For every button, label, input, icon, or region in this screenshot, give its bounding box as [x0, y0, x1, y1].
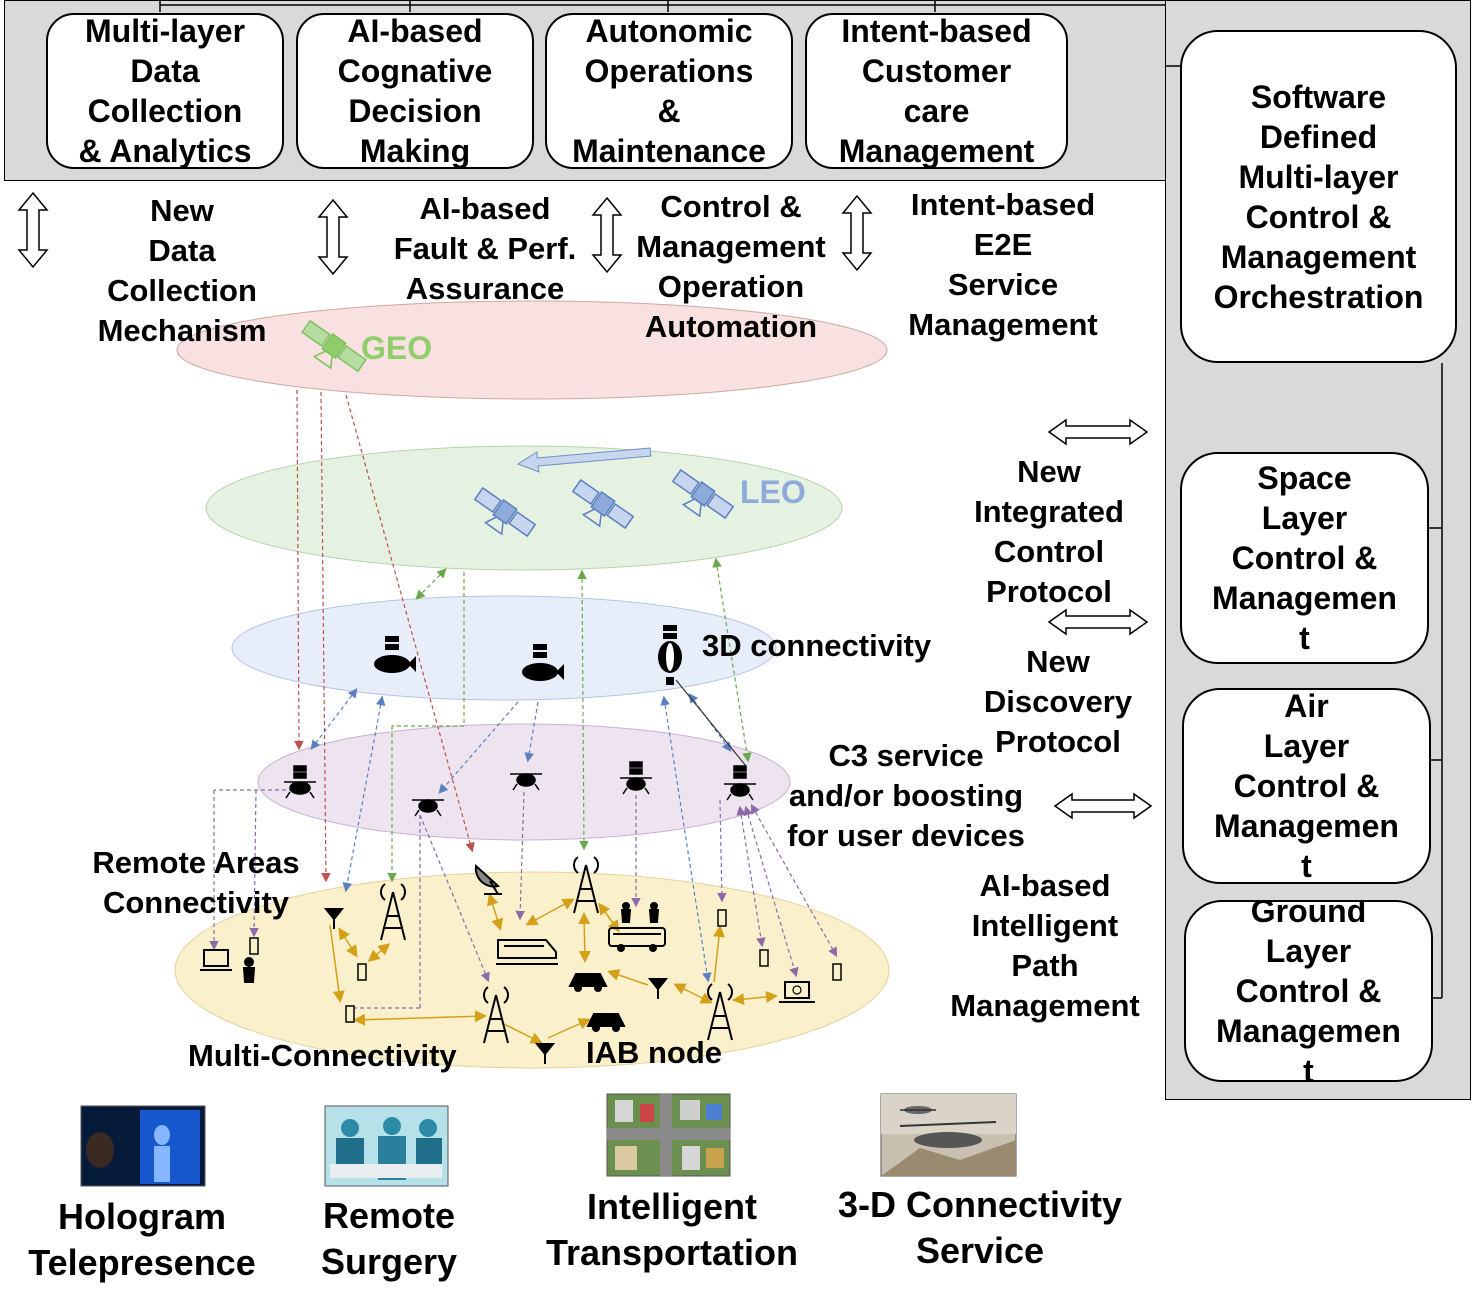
- remote-areas-label: Remote Areas Connectivity: [92, 845, 300, 920]
- city-traffic-thumbnail: [606, 1093, 731, 1177]
- double-arrow-icon: [1047, 608, 1149, 636]
- 3d-connectivity-label: 3D connectivity: [702, 628, 932, 663]
- air-layer-box: Air Layer Control & Managemen t: [1182, 688, 1431, 884]
- antenna-icon: [323, 908, 345, 929]
- geo-satellite-icon: [301, 319, 367, 373]
- leo-satellite-icon: [671, 468, 735, 520]
- leo-satellite-icon: [571, 478, 635, 530]
- data-collection-mechanism-label: New Data Collection Mechanism: [97, 193, 267, 348]
- phone-icon: [249, 937, 259, 955]
- fault-assurance-label: AI-based Fault & Perf. Assurance: [393, 191, 577, 306]
- cell-tower-icon: [483, 986, 509, 1044]
- person-icon: [242, 957, 256, 983]
- bus-icon: [608, 927, 666, 952]
- leo-motion-arrow: [516, 447, 652, 473]
- data-collection-analytics-box: Multi-layer Data Collection & Analytics: [46, 13, 284, 169]
- leo-label: LEO: [740, 474, 806, 510]
- cell-tower-icon: [707, 983, 733, 1041]
- balloon-icon: [658, 625, 682, 685]
- phone-icon: [717, 909, 727, 927]
- airship-icon: [522, 644, 564, 681]
- double-arrow-icon: [1047, 418, 1149, 446]
- geo-layer: [176, 300, 888, 400]
- phone-icon: [759, 949, 769, 967]
- air-vehicle-thumbnail: [880, 1093, 1017, 1177]
- multi-connectivity-label: Multi-Connectivity: [188, 1038, 457, 1073]
- autonomic-operations-box: Autonomic Operations & Maintenance: [545, 13, 793, 169]
- antenna-icon: [647, 978, 669, 999]
- intelligent-transportation-label: Intelligent Transportation: [545, 1186, 799, 1273]
- e2e-service-label: Intent-based E2E Service Management: [908, 187, 1098, 342]
- laptop-icon: [200, 949, 232, 971]
- laptop-icon: [779, 981, 815, 1003]
- cell-tower-icon: [380, 883, 406, 941]
- ground-devices: [200, 856, 842, 1064]
- car-icon: [586, 1013, 626, 1032]
- double-arrow-icon: [591, 196, 623, 274]
- double-arrow-icon: [1053, 792, 1153, 820]
- integrated-control-protocol-label: New Integrated Control Protocol: [974, 454, 1124, 609]
- customer-care-box: Intent-based Customer care Management: [805, 13, 1068, 169]
- ground-layer-box: Ground Layer Control & Managemen t: [1184, 900, 1433, 1082]
- protocol-arrows: [1047, 418, 1153, 820]
- 3d-connectivity-service-label: 3-D Connectivity Service: [837, 1184, 1123, 1271]
- operation-automation-label: Control & Management Operation Automatio…: [636, 189, 826, 344]
- hologram-label: Hologram Telepresence: [28, 1196, 256, 1283]
- mechanism-arrows: [17, 191, 873, 276]
- cognitive-decision-box: AI-based Cognative Decision Making: [296, 13, 534, 169]
- phone-icon: [357, 963, 367, 981]
- path-management-label: AI-based Intelligent Path Management: [950, 868, 1140, 1023]
- double-arrow-icon: [17, 191, 49, 269]
- car-icon: [568, 973, 608, 992]
- train-icon: [496, 939, 558, 965]
- panel-connectors: [159, 0, 1443, 999]
- drone-icon: [284, 761, 756, 817]
- antenna-icon: [534, 1043, 556, 1064]
- double-arrow-icon: [317, 198, 349, 276]
- iab-node-label: IAB node: [586, 1035, 723, 1070]
- remote-surgery-label: Remote Surgery: [320, 1195, 458, 1282]
- cell-tower-icon: [573, 856, 599, 914]
- hap-layer: [231, 595, 777, 701]
- phone-icon: [345, 1005, 355, 1023]
- leo-satellite-icon: [473, 486, 537, 538]
- dashed-links: [209, 389, 838, 1009]
- c3-service-label: C3 service and/or boosting for user devi…: [787, 738, 1025, 853]
- surgery-thumbnail: [324, 1105, 449, 1187]
- satellite-dish-icon: [474, 863, 502, 895]
- space-layer-box: Space Layer Control & Managemen t: [1180, 452, 1429, 664]
- discovery-protocol-label: New Discovery Protocol: [983, 644, 1133, 759]
- geo-label: GEO: [361, 330, 433, 366]
- ground-links: [329, 893, 778, 1044]
- orchestration-box: Software Defined Multi-layer Control & M…: [1180, 30, 1457, 363]
- people-icon: [620, 902, 660, 923]
- hologram-thumbnail: [80, 1105, 206, 1187]
- phone-icon: [832, 963, 842, 981]
- double-arrow-icon: [841, 194, 873, 272]
- airship-icon: [374, 636, 416, 673]
